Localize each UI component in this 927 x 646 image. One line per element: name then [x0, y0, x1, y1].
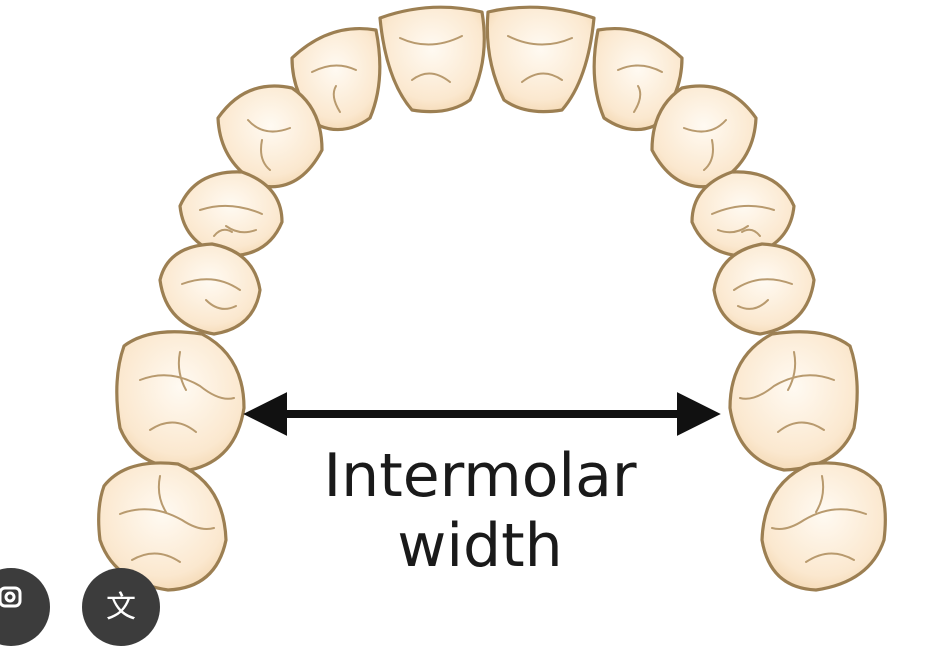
tooth-first-premolar-right: [690, 170, 796, 258]
translate-icon: 文: [106, 590, 136, 625]
tooth-second-premolar-right: [712, 242, 816, 336]
lens-icon: [0, 586, 22, 608]
tooth-central-incisor-right: [485, 5, 596, 114]
label-intermolar: Intermolar: [323, 441, 637, 511]
tooth-lateral-incisor-left: [290, 26, 382, 132]
tooth-canine-right: [650, 84, 758, 189]
upper-arch-teeth: [97, 5, 887, 592]
tooth-first-molar-right: [728, 330, 859, 472]
tooth-first-molar-left: [115, 330, 246, 472]
tooth-second-premolar-left: [158, 242, 262, 336]
label-width: width: [397, 511, 563, 581]
tooth-second-molar-right: [760, 461, 887, 592]
dental-arch-diagram: [97, 5, 887, 592]
tooth-first-premolar-left: [178, 170, 284, 258]
translate-button[interactable]: 文: [82, 568, 160, 646]
tooth-central-incisor-left: [378, 5, 486, 114]
tooth-second-molar-left: [97, 461, 228, 592]
tooth-canine-left: [216, 84, 324, 189]
